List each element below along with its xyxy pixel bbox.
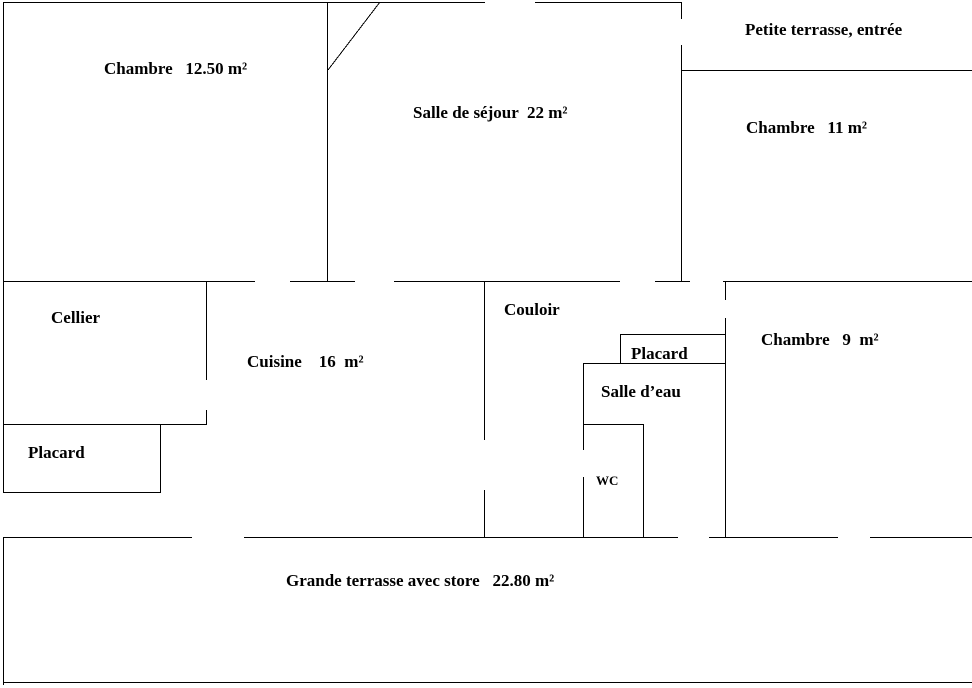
label-chambre-1: Chambre 12.50 m²: [104, 59, 248, 78]
label-placard-centre: Placard: [631, 344, 688, 363]
label-salle-d-eau: Salle d’eau: [601, 382, 681, 401]
label-wc: WC: [596, 473, 619, 488]
label-grande-terrasse: Grande terrasse avec store 22.80 m²: [286, 571, 555, 590]
label-salle-de-sejour: Salle de séjour 22 m²: [413, 103, 568, 122]
label-cuisine: Cuisine 16 m²: [247, 352, 364, 371]
label-couloir: Couloir: [504, 300, 560, 319]
label-cellier: Cellier: [51, 308, 101, 327]
label-petite-terrasse: Petite terrasse, entrée: [745, 20, 903, 39]
label-chambre-3: Chambre 9 m²: [761, 330, 879, 349]
label-placard-left: Placard: [28, 443, 85, 462]
label-chambre-2: Chambre 11 m²: [746, 118, 867, 137]
door-swing-line: [327, 1, 381, 71]
